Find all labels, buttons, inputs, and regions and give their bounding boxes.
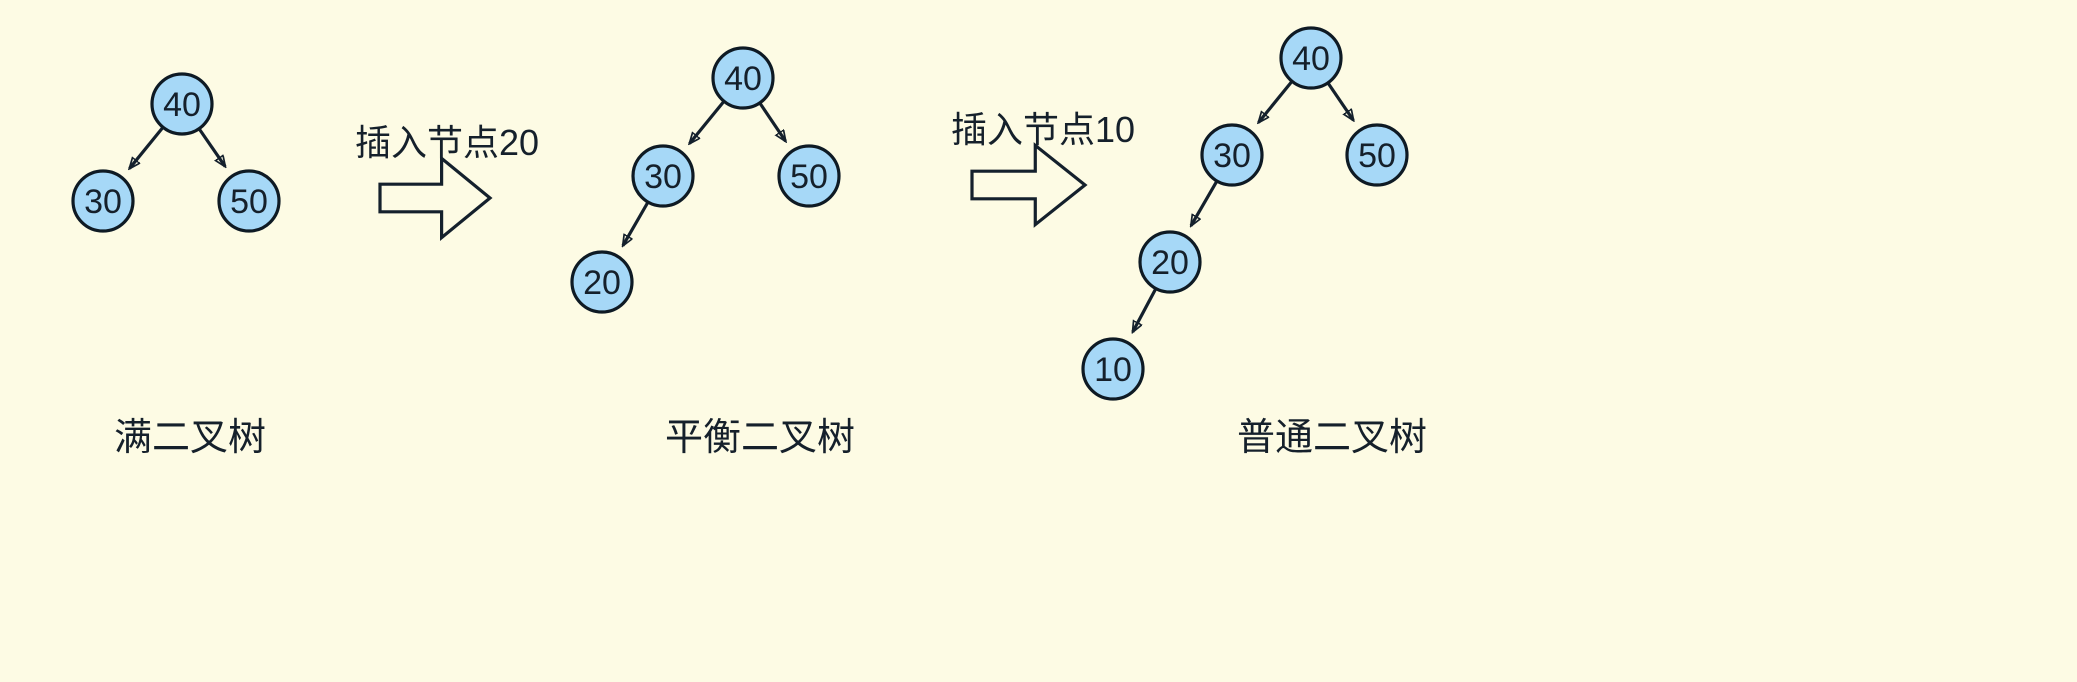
transition-insert-20: 插入节点20 — [355, 122, 539, 241]
block-arrow-icon — [378, 155, 493, 241]
tree-edge — [198, 128, 226, 167]
node-value-label: 40 — [1292, 40, 1330, 78]
tree-caption-tree-full: 满二叉树 — [114, 417, 266, 459]
tree-node[interactable]: 40 — [1279, 26, 1343, 90]
tree-node[interactable]: 50 — [1345, 123, 1409, 187]
node-value-label: 40 — [724, 60, 762, 98]
node-circle — [631, 144, 695, 208]
tree-node[interactable]: 30 — [1200, 123, 1264, 187]
tree-node[interactable]: 50 — [777, 144, 841, 208]
block-arrow-icon — [970, 142, 1088, 228]
node-circle — [711, 46, 775, 110]
tree-node[interactable]: 20 — [570, 250, 634, 314]
node-value-label: 40 — [163, 86, 201, 124]
tree-edge — [130, 127, 164, 168]
tree-edge — [1131, 288, 1157, 332]
captions-layer: 满二叉树 平衡二叉树 普通二叉树 — [114, 417, 1427, 459]
transitions-layer: 插入节点20 插入节点10 — [355, 109, 1135, 241]
node-value-label: 50 — [1358, 137, 1396, 175]
node-circle — [1345, 123, 1409, 187]
node-circle — [570, 250, 634, 314]
tree-node[interactable]: 10 — [1081, 337, 1145, 401]
tree-edge — [1259, 81, 1293, 122]
tree-node[interactable]: 20 — [1138, 230, 1202, 294]
tree-nodes-layer: 40 30 50 40 30 50 20 40 30 50 20 10 — [71, 26, 1409, 401]
tree-edge — [1327, 82, 1353, 121]
node-value-label: 30 — [644, 158, 682, 196]
node-circle — [1200, 123, 1264, 187]
node-circle — [1138, 230, 1202, 294]
tree-node[interactable]: 40 — [150, 72, 214, 136]
node-circle — [150, 72, 214, 136]
tree-node[interactable]: 40 — [711, 46, 775, 110]
transition-insert-10: 插入节点10 — [951, 109, 1135, 228]
tree-edge — [758, 102, 785, 141]
transition-label: 插入节点20 — [355, 122, 539, 163]
node-value-label: 50 — [230, 183, 268, 221]
transition-label: 插入节点10 — [951, 109, 1135, 150]
node-circle — [777, 144, 841, 208]
node-value-label: 10 — [1094, 351, 1132, 389]
node-circle — [217, 169, 281, 233]
tree-node[interactable]: 30 — [71, 169, 135, 233]
node-value-label: 50 — [790, 158, 828, 196]
tree-edge — [1191, 181, 1218, 226]
tree-edge — [623, 202, 649, 246]
tree-node[interactable]: 30 — [631, 144, 695, 208]
node-value-label: 20 — [583, 264, 621, 302]
node-value-label: 30 — [84, 183, 122, 221]
node-value-label: 30 — [1213, 137, 1251, 175]
tree-caption-tree-ordinary: 普通二叉树 — [1237, 417, 1427, 459]
tree-caption-tree-balanced: 平衡二叉树 — [665, 417, 855, 459]
tree-edge — [690, 101, 725, 143]
node-circle — [1081, 337, 1145, 401]
node-value-label: 20 — [1151, 244, 1189, 282]
tree-edges-layer — [130, 81, 1354, 332]
tree-node[interactable]: 50 — [217, 169, 281, 233]
node-circle — [71, 169, 135, 233]
node-circle — [1279, 26, 1343, 90]
